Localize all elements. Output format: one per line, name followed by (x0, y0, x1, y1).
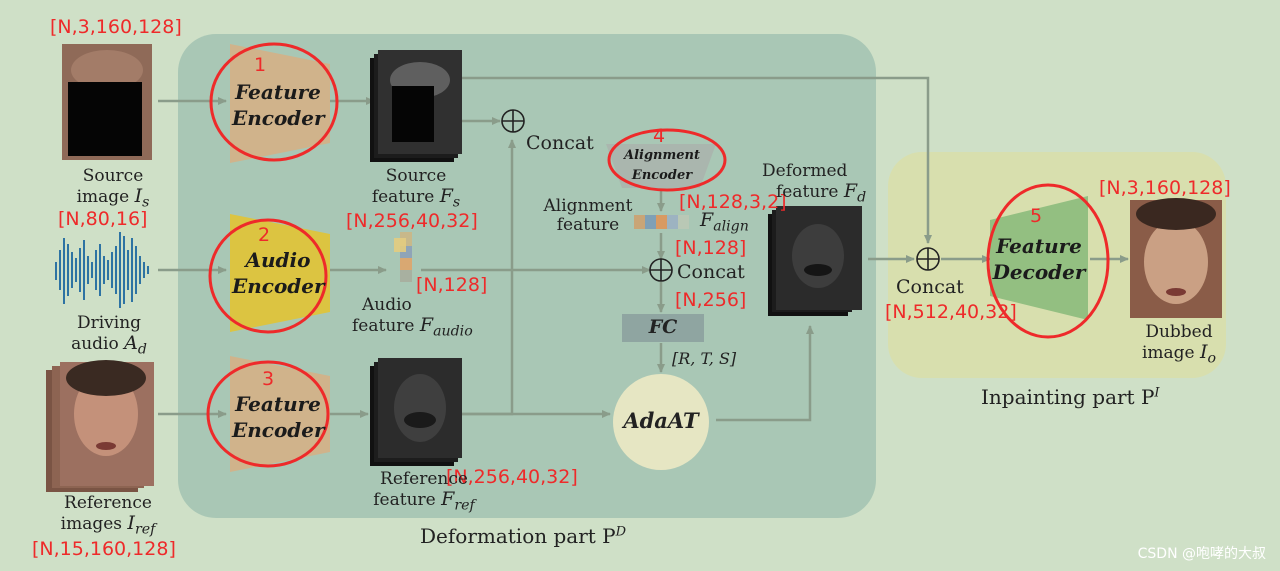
alignment-encoder-line1: Alignment (612, 146, 712, 166)
reference-images-shape: [N,15,160,128] (32, 538, 176, 560)
source-feature-maps (370, 50, 462, 162)
driving-audio-label-line2: audio (71, 334, 119, 354)
audio-feature-shape-in: [N,256,40,32] (346, 210, 478, 232)
reference-feature-label-line2: feature (373, 490, 435, 510)
fc-output-label: [R, T, S] (672, 350, 736, 368)
reference-feature-subscript: ref (454, 497, 474, 513)
adaat-label: AdaAT (613, 409, 709, 432)
source-feature-label-line1: Source (386, 166, 447, 186)
concat1-label: Concat (526, 133, 594, 154)
alignment-encoder-line2: Encoder (612, 166, 712, 186)
alignment-feature-subscript: align (713, 218, 749, 234)
audio-feature-label: Audio feature Faudio (352, 296, 482, 340)
feature-encoder-1-line2: Encoder (232, 105, 324, 131)
fc-label: FC (622, 317, 704, 338)
alignment-feature-label-line2: feature (538, 216, 638, 235)
index-4: 4 (653, 125, 665, 147)
feature-encoder-3-line2: Encoder (232, 417, 324, 443)
index-1: 1 (254, 54, 266, 76)
alignment-feature-symbol-group: Falign (700, 210, 749, 235)
feature-decoder-line2: Decoder (992, 259, 1086, 285)
reference-images (46, 360, 154, 492)
alignment-feature-vector (634, 215, 689, 229)
alignment-encoder-label: Alignment Encoder (612, 146, 712, 186)
inpainting-part-superscript: I (1154, 385, 1159, 400)
audio-encoder-label: Audio Encoder (232, 247, 324, 299)
feature-decoder-line1: Feature (992, 233, 1086, 259)
feature-encoder-3-label: Feature Encoder (232, 391, 324, 443)
feature-encoder-1-line1: Feature (232, 79, 324, 105)
audio-feature-symbol: F (420, 314, 433, 336)
audio-feature-label-line2: feature (352, 316, 414, 336)
driving-audio-symbol: A (124, 332, 138, 354)
audio-encoder-line2: Encoder (232, 273, 324, 299)
reference-images-symbol: I (127, 512, 135, 534)
alignment-feature-shape-out: [N,128] (675, 237, 746, 259)
source-image-symbol: I (135, 185, 143, 207)
dubbed-image-symbol: I (1200, 341, 1208, 363)
deformed-feature-symbol: F (844, 180, 857, 202)
audio-feature-subscript: audio (433, 323, 473, 339)
index-3: 3 (262, 368, 274, 390)
feature-encoder-1-label: Feature Encoder (232, 79, 324, 131)
concat2-label: Concat (677, 262, 745, 283)
source-feature-label: Source feature Fs (356, 167, 476, 211)
concat2-shape: [N,256] (675, 289, 746, 311)
reference-feature-label: Reference feature Fref (360, 470, 488, 514)
concat3-shape: [N,512,40,32] (885, 301, 1017, 323)
alignment-feature-label-line1: Alignment (538, 197, 638, 216)
reference-images-subscript: ref (135, 521, 155, 537)
deformation-part-title: Deformation part PD (420, 525, 626, 547)
dubbed-image-label: Dubbed image Io (1124, 323, 1234, 367)
deformed-feature-subscript: d (857, 189, 866, 205)
source-image-shape: [N,3,160,128] (50, 16, 182, 38)
driving-audio-label-line1: Driving (77, 313, 141, 333)
reference-feature-symbol: F (441, 488, 454, 510)
concat3-label: Concat (896, 277, 964, 298)
dubbed-image-subscript: o (1208, 350, 1217, 366)
source-image-label-line1: Source (83, 166, 144, 186)
dubbed-image-label-line2: image (1142, 343, 1195, 363)
audio-feature-shape-out: [N,128] (416, 274, 487, 296)
source-feature-label-line2: feature (372, 187, 434, 207)
dubbed-image-label-line1: Dubbed (1124, 323, 1234, 342)
driving-audio-subscript: d (138, 341, 147, 357)
dubbed-image (1130, 198, 1222, 318)
reference-images-label-line1: Reference (64, 493, 152, 513)
audio-shape: [N,80,16] (58, 208, 147, 230)
reference-images-label: Reference images Iref (38, 494, 178, 538)
audio-waveform (56, 232, 148, 308)
output-shape: [N,3,160,128] (1099, 177, 1231, 199)
reference-feature-maps (370, 358, 462, 466)
feature-decoder-label: Feature Decoder (992, 233, 1086, 285)
index-5: 5 (1030, 205, 1042, 227)
source-image-label-line2: image (77, 187, 130, 207)
deformed-feature-label-line2: feature (776, 182, 838, 202)
index-2: 2 (258, 224, 270, 246)
audio-encoder-line1: Audio (232, 247, 324, 273)
audio-feature-label-line1: Audio (362, 295, 412, 315)
alignment-feature-label: Alignment feature (538, 197, 638, 234)
watermark: CSDN @咆哮的大叔 (1138, 543, 1266, 563)
driving-audio-label: Driving audio Ad (50, 314, 168, 358)
feature-encoder-3-line1: Feature (232, 391, 324, 417)
source-feature-subscript: s (453, 194, 460, 210)
deformed-feature-label: Deformed feature Fd (762, 162, 866, 206)
source-image-label: Source image Is (54, 167, 172, 211)
alignment-feature-symbol: F (700, 209, 713, 231)
reference-feature-label-line1: Reference (380, 469, 468, 489)
inpainting-part-text: Inpainting part P (981, 385, 1154, 409)
deformation-part-text: Deformation part P (420, 524, 616, 548)
deformed-feature-label-line1: Deformed (762, 162, 866, 181)
deformation-part-superscript: D (616, 524, 626, 539)
inpainting-part-title: Inpainting part PI (981, 386, 1160, 408)
source-feature-symbol: F (440, 185, 453, 207)
reference-images-label-line2: images (61, 514, 122, 534)
source-image-subscript: s (142, 194, 149, 210)
deformed-feature-maps (768, 206, 862, 316)
source-image (62, 44, 152, 160)
